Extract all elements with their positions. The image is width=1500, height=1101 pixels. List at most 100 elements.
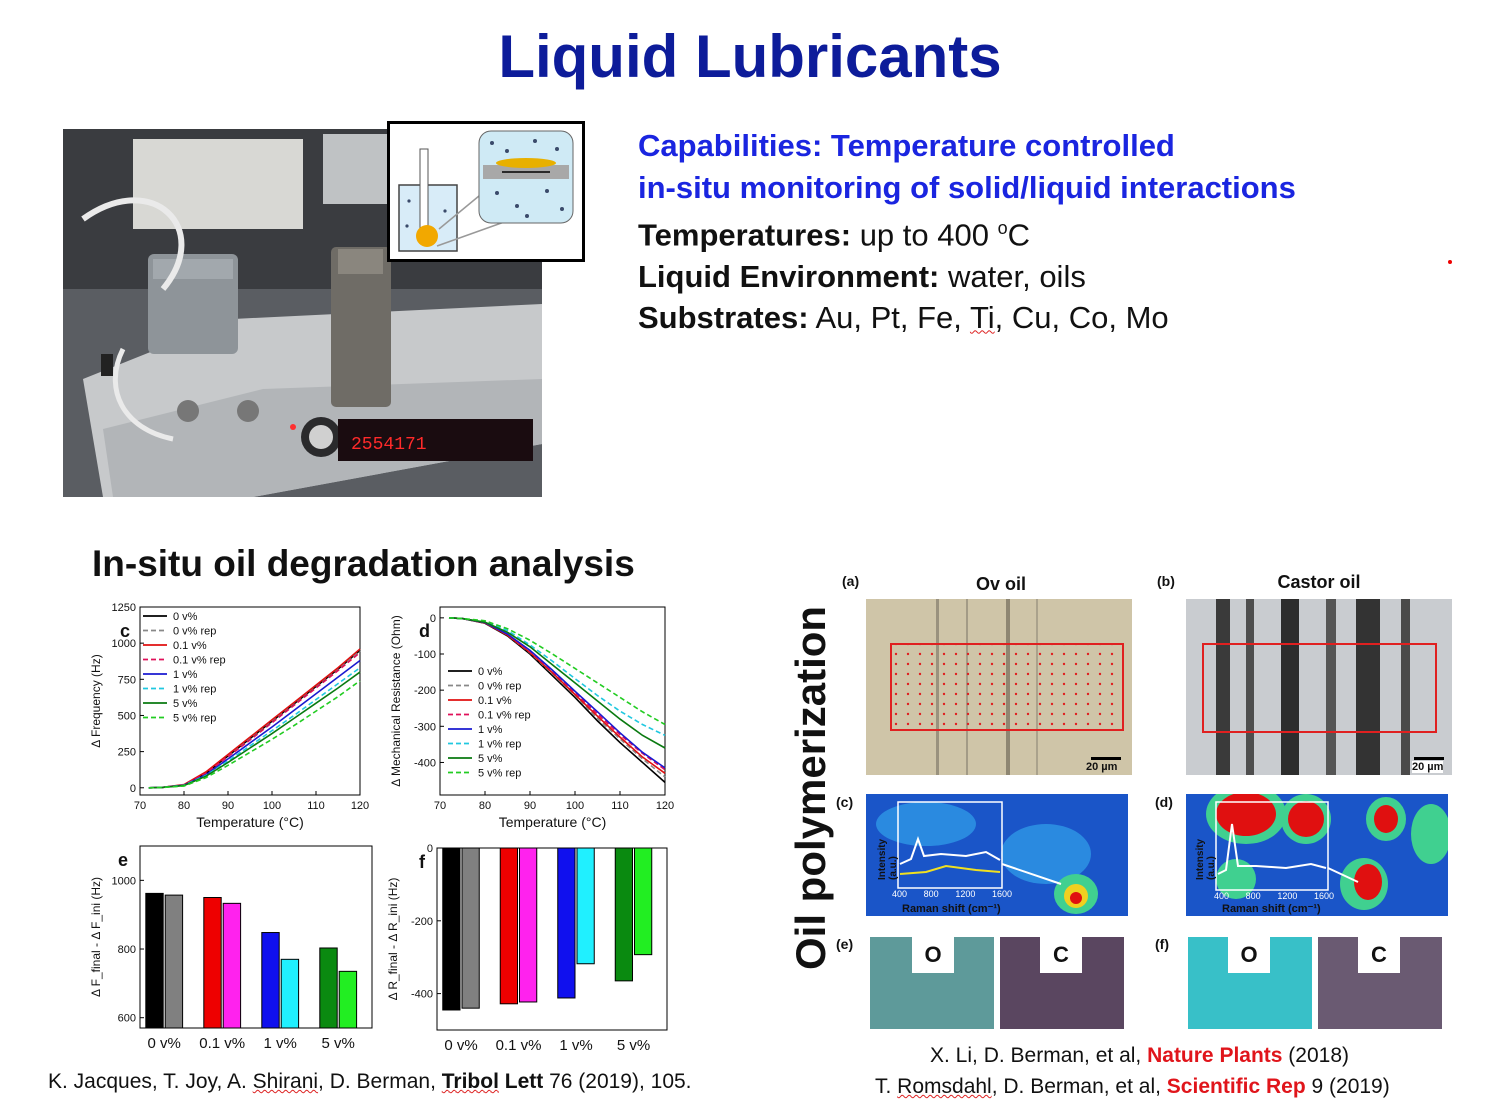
panel-a-label: (a) xyxy=(842,573,860,589)
legend-label: 0 v% rep xyxy=(478,681,521,693)
panel-letter: e xyxy=(118,850,128,870)
x-category-label: 1 v% xyxy=(559,1037,592,1054)
x-category-label: 0 v% xyxy=(444,1037,477,1054)
cell-schematic-inset xyxy=(387,121,585,262)
plot-frame xyxy=(139,845,373,1029)
x-tick-label: 90 xyxy=(222,800,234,812)
y-tick-label: -100 xyxy=(414,649,436,661)
legend-label: 5 v% rep xyxy=(173,713,216,725)
section-title: In-situ oil degradation analysis xyxy=(92,543,635,584)
y-tick-label: -400 xyxy=(414,757,436,769)
bar xyxy=(576,847,595,965)
raman-ylabel-d: Intensity (a.u.) xyxy=(1195,838,1217,880)
y-tick-label: 0 xyxy=(427,843,433,855)
plot-frame xyxy=(439,606,666,796)
y-tick-label: -300 xyxy=(414,721,436,733)
bar xyxy=(338,970,358,1029)
bar xyxy=(499,847,518,1005)
plot-frame xyxy=(139,606,361,796)
eds-label-c-f: C xyxy=(1358,937,1400,973)
stray-dot xyxy=(1448,260,1452,264)
legend-label: 0.1 v% xyxy=(478,695,512,707)
y-tick-label: -200 xyxy=(414,685,436,697)
y-tick-label: -400 xyxy=(411,989,433,1001)
scale-bar-b: 20 µm xyxy=(1412,761,1444,773)
y-tick-label: 800 xyxy=(118,944,136,956)
y-tick-label: 1250 xyxy=(112,602,136,614)
y-tick-label: 250 xyxy=(118,747,136,759)
legend-label: 1 v% xyxy=(173,669,198,681)
legend-label: 0.1 v% rep xyxy=(173,655,226,667)
x-tick-label: 70 xyxy=(434,800,446,812)
bar xyxy=(614,847,633,982)
bar xyxy=(261,932,280,1029)
bar xyxy=(442,847,461,1011)
legend-label: 0 v% rep xyxy=(173,626,216,638)
plot-frame xyxy=(436,847,668,1031)
panel-b-label: (b) xyxy=(1157,573,1175,589)
y-tick-label: 0 xyxy=(130,783,136,795)
eds-map-o-castor: O xyxy=(1188,937,1312,1029)
x-tick-label: 110 xyxy=(307,800,325,812)
bar xyxy=(164,894,184,1029)
panel-b-title: Castor oil xyxy=(1277,572,1361,592)
bar xyxy=(222,902,242,1029)
legend-label: 0 v% xyxy=(173,611,198,623)
eds-label-c-e: C xyxy=(1040,937,1082,973)
x-tick-label: 80 xyxy=(479,800,491,812)
series-line xyxy=(448,617,666,726)
y-tick-label: -200 xyxy=(411,916,433,928)
capabilities-line-1: Capabilities: Temperature controlled xyxy=(638,128,1175,163)
x-tick-label: 110 xyxy=(611,800,629,812)
x-category-label: 1 v% xyxy=(264,1035,297,1052)
y-tick-label: 600 xyxy=(118,1013,136,1025)
y-tick-label: 0 xyxy=(430,613,436,625)
eds-map-o-ov: O xyxy=(870,937,994,1029)
substrates-line: Substrates: Au, Pt, Fe, Ti, Cu, Co, Mo xyxy=(638,300,1169,336)
x-tick-label: 100 xyxy=(263,800,281,812)
x-tick-label: 90 xyxy=(524,800,536,812)
eds-map-c-castor: C xyxy=(1318,937,1442,1029)
x-category-label: 0 v% xyxy=(148,1035,181,1052)
y-tick-label: 1000 xyxy=(112,875,136,887)
reference-right-2: T. Romsdahl, D. Berman, et al, Scientifi… xyxy=(875,1075,1390,1098)
x-tick-label: 100 xyxy=(566,800,584,812)
panel-e-label: (e) xyxy=(836,936,854,952)
panel-a-title: Ov oil xyxy=(975,574,1026,594)
raman-xlabel-c: Raman shift (cm⁻¹) xyxy=(902,903,1001,915)
y-tick-label: 750 xyxy=(118,674,136,686)
series-line xyxy=(148,680,361,789)
bar xyxy=(557,847,576,999)
eds-label-o-e: O xyxy=(912,937,954,973)
bar xyxy=(519,847,538,1003)
legend-label: 0.1 v% xyxy=(173,640,207,652)
x-tick-label: 70 xyxy=(134,800,146,812)
temperatures-line: Temperatures: up to 400 oC xyxy=(638,217,1031,253)
x-category-label: 5 v% xyxy=(617,1037,650,1054)
x-category-label: 0.1 v% xyxy=(199,1035,245,1052)
slide-title: Liquid Lubricants xyxy=(498,23,1002,90)
reference-left: K. Jacques, T. Joy, A. Shirani, D. Berma… xyxy=(48,1070,692,1093)
raman-ylabel-c: Intensity (a.u.) xyxy=(877,838,899,880)
panel-c-label: (c) xyxy=(836,794,854,810)
y-axis-label: Δ Frequency (Hz) xyxy=(89,654,103,747)
panel-letter: f xyxy=(419,852,426,872)
capabilities-block: Capabilities: Temperature controlled in-… xyxy=(638,125,1296,339)
x-category-label: 5 v% xyxy=(322,1035,355,1052)
x-tick-label: 80 xyxy=(178,800,190,812)
micrograph-ov-oil: 20 µm xyxy=(866,599,1132,775)
panel-f-label: (f) xyxy=(1155,936,1169,952)
panel-letter: d xyxy=(419,621,430,641)
legend-label: 5 v% xyxy=(478,753,503,765)
legend-label: 0 v% xyxy=(478,666,503,678)
scale-bar-a: 20 µm xyxy=(1086,761,1118,773)
legend-label: 1 v% rep xyxy=(478,739,521,751)
x-axis-label: Temperature (°C) xyxy=(196,814,304,830)
